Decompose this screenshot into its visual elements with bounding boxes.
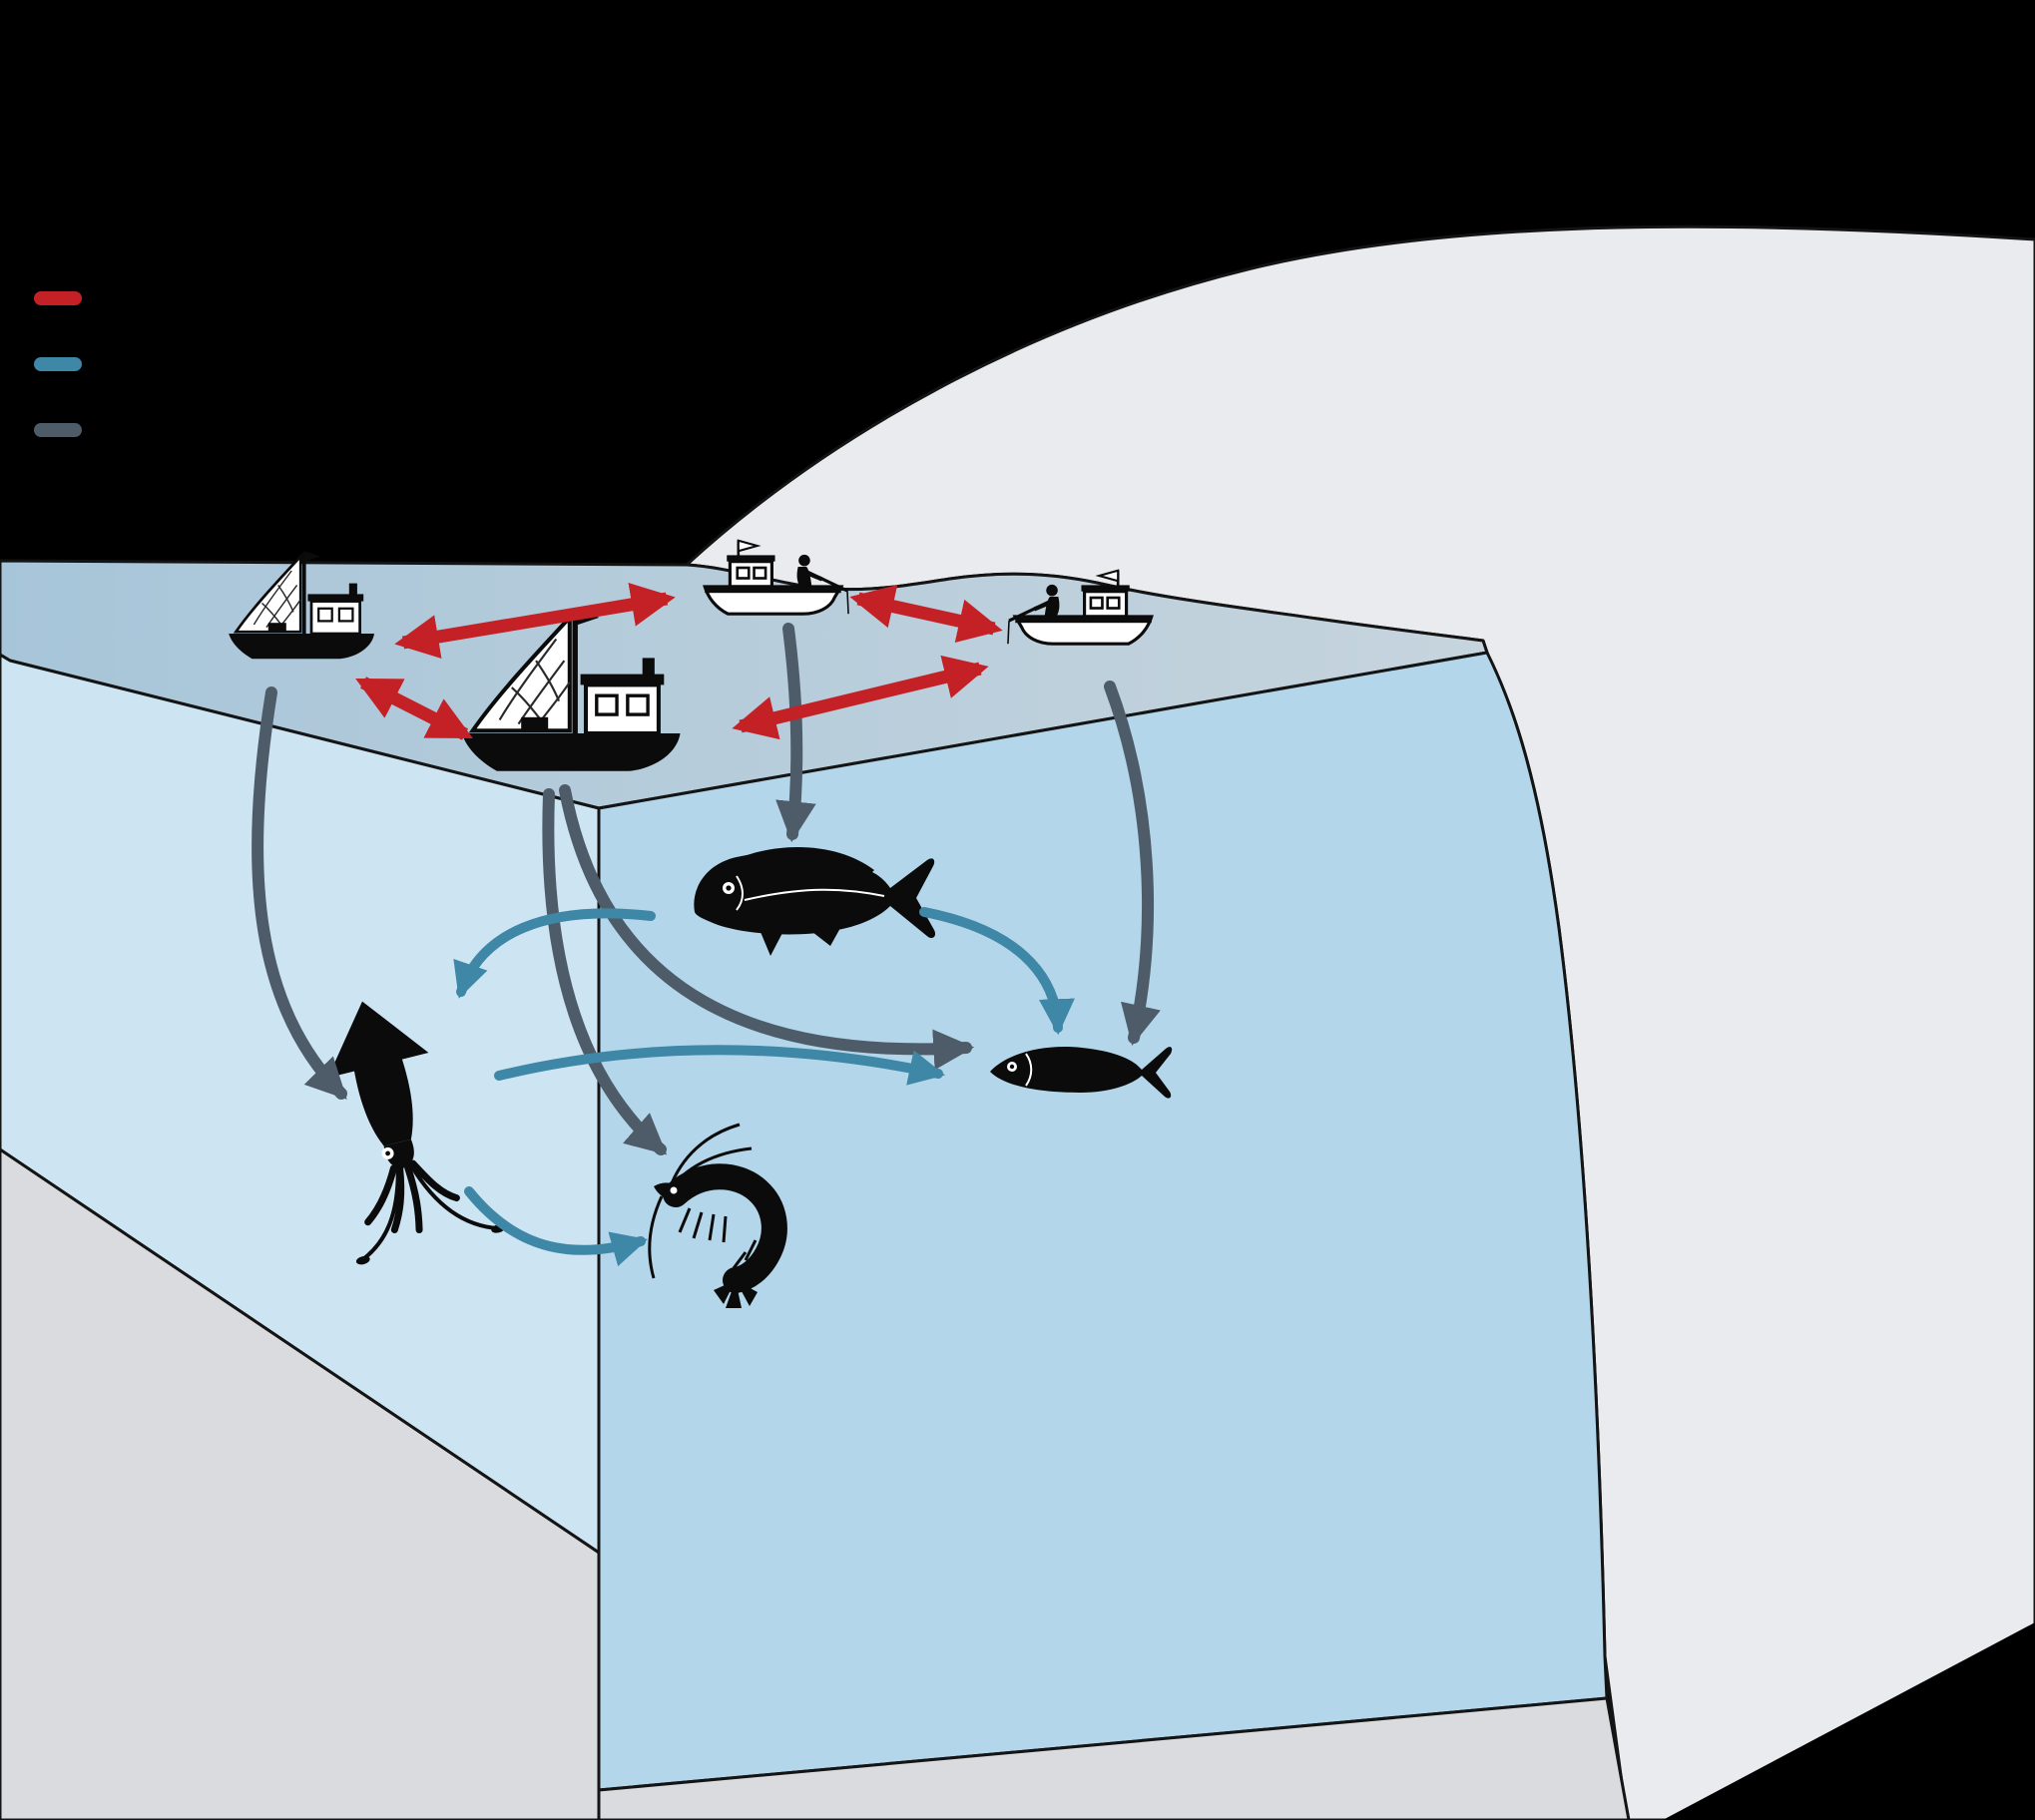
- squid-tentacle: [409, 1163, 502, 1231]
- trophic-arrow-mahi-anchovy: [919, 907, 1075, 1036]
- seabed-right-face: [597, 1696, 1631, 1820]
- squid-arm: [409, 1159, 460, 1202]
- shrimp: [648, 1123, 787, 1308]
- trophic-arrow-squid-anchovy: [494, 1045, 946, 1086]
- squid-tentacle: [358, 1166, 400, 1263]
- bottom-right-cut: [1663, 1622, 2035, 1820]
- mahi-gill-line: [736, 875, 744, 911]
- tentacle-club: [355, 1255, 370, 1265]
- shrimp-leg: [678, 1207, 692, 1233]
- shrimp-leg: [692, 1211, 704, 1239]
- shrimp-leg: [722, 1215, 728, 1243]
- anchovy-body: [990, 1047, 1173, 1099]
- legend-swatch-competition: [34, 291, 82, 305]
- mahi-anal-fin: [812, 928, 840, 946]
- trophic-arrow-mahi-squid: [453, 908, 656, 999]
- fishing-arrow-trawlercenter-anchovy: [559, 784, 975, 1071]
- fishing-arrow-skiffright-anchovy: [1104, 681, 1161, 1046]
- squid-arm: [403, 1162, 423, 1234]
- competition-arrow-trawlerleft-trawlercenter: [355, 677, 473, 740]
- mahi-lateral-line: [744, 888, 885, 901]
- squid-arm: [364, 1164, 397, 1226]
- anchovy-pupil: [1009, 1064, 1015, 1070]
- mahi-body: [694, 852, 936, 939]
- shrimp-body: [663, 1163, 787, 1293]
- shrimp-tail-fan: [736, 1280, 758, 1306]
- fishing-arrow-trawlercenter-shrimp: [542, 788, 668, 1155]
- trophic-arrow-squid-shrimp: [464, 1186, 648, 1267]
- shrimp-antenna: [668, 1123, 741, 1189]
- shrimp-swimmeret: [732, 1251, 748, 1269]
- fishing-arrow-trawlerleft-squid: [252, 686, 347, 1100]
- mahi-mahi: [694, 846, 936, 956]
- seabed-left-face: [0, 1147, 601, 1820]
- mahi-pupil: [726, 885, 732, 891]
- shrimp-swimmeret: [744, 1239, 758, 1261]
- shrimp-tail-fan: [726, 1280, 742, 1308]
- squid-head: [383, 1138, 414, 1168]
- legend: [34, 291, 82, 437]
- competition-arrow-trawlercenter-skiffright: [732, 655, 989, 740]
- mahi-pelvic-fin: [761, 932, 782, 956]
- legend-swatch-fishing: [34, 423, 82, 437]
- squid-arm: [390, 1164, 405, 1234]
- shrimp-rostrum: [654, 1182, 684, 1202]
- shrimp-tail-fan: [714, 1280, 736, 1304]
- shrimp-leg: [708, 1213, 716, 1241]
- anchovy-gill-line: [1025, 1053, 1033, 1087]
- legend-swatch-trophic: [34, 357, 82, 371]
- squid-pupil: [385, 1150, 390, 1156]
- squid-mantle: [350, 1030, 413, 1146]
- shrimp-antenna: [648, 1195, 664, 1279]
- shrimp-eye: [670, 1186, 678, 1194]
- small-pelagic-fish: [990, 1047, 1173, 1099]
- competition-arrow-trawlerleft-skiffcenter: [394, 583, 676, 659]
- squid: [327, 1001, 505, 1265]
- competition-arrow-skiffcenter-skiffright: [849, 585, 1003, 643]
- water-column-right-face: [597, 651, 1609, 1792]
